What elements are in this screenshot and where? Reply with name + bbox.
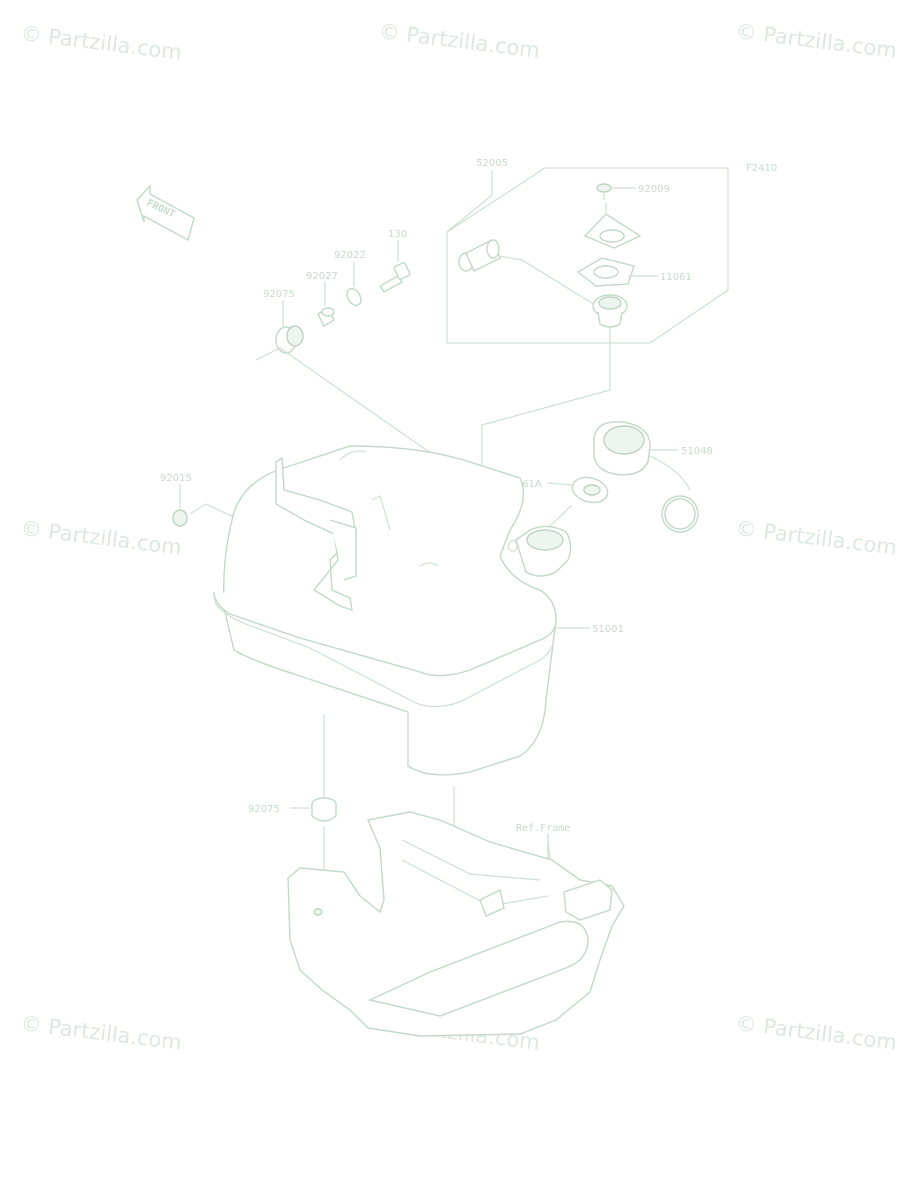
watermark-top-left: © Partzilla.com bbox=[19, 21, 183, 65]
part-label-92015: 92015 bbox=[160, 473, 192, 484]
frame-reference: Ref.Frame bbox=[287, 786, 625, 1037]
washer-92022: 92022 bbox=[334, 250, 366, 307]
watermark-mid-right: © Partzilla.com bbox=[734, 516, 898, 560]
front-arrow-icon: FRONT bbox=[136, 184, 195, 242]
bolt-130: 130 bbox=[378, 229, 411, 293]
part-label-92009: 92009 bbox=[638, 184, 670, 195]
watermark-top-right: © Partzilla.com bbox=[734, 19, 898, 63]
fuel-gauge-assembly-box: 52005 bbox=[446, 158, 729, 344]
part-label-130: 130 bbox=[388, 229, 407, 240]
watermark-mid-left: © Partzilla.com bbox=[19, 516, 183, 560]
part-label-92022: 92022 bbox=[334, 250, 366, 261]
gasket-11061: 11061 bbox=[576, 257, 692, 287]
damper-92075-top: 92075 bbox=[263, 289, 304, 354]
fuel-cap-51048: 51048 bbox=[593, 421, 713, 533]
part-label-92075-bottom: 92075 bbox=[248, 804, 280, 815]
part-label-92075-top: 92075 bbox=[263, 289, 295, 300]
part-label-11061: 11061 bbox=[660, 272, 692, 283]
fuel-tank-51001: 51001 bbox=[213, 445, 624, 776]
watermark-bottom-right: © Partzilla.com bbox=[734, 1011, 898, 1055]
part-label-52005: 52005 bbox=[476, 158, 508, 169]
part-label-51001: 51001 bbox=[592, 624, 624, 635]
part-label-92027: 92027 bbox=[306, 271, 338, 282]
screw-92009: 92009 bbox=[596, 183, 670, 200]
fuel-gauge-sender bbox=[458, 239, 628, 343]
gauge-plate bbox=[583, 203, 642, 249]
diagram-code: F2410 bbox=[746, 163, 777, 174]
watermark-top-center: © Partzilla.com bbox=[377, 19, 541, 63]
watermark-bottom-left: © Partzilla.com bbox=[19, 1011, 183, 1055]
part-label-51048: 51048 bbox=[681, 446, 713, 457]
frame-reference-label: Ref.Frame bbox=[516, 823, 570, 834]
collar-92027: 92027 bbox=[306, 271, 338, 327]
